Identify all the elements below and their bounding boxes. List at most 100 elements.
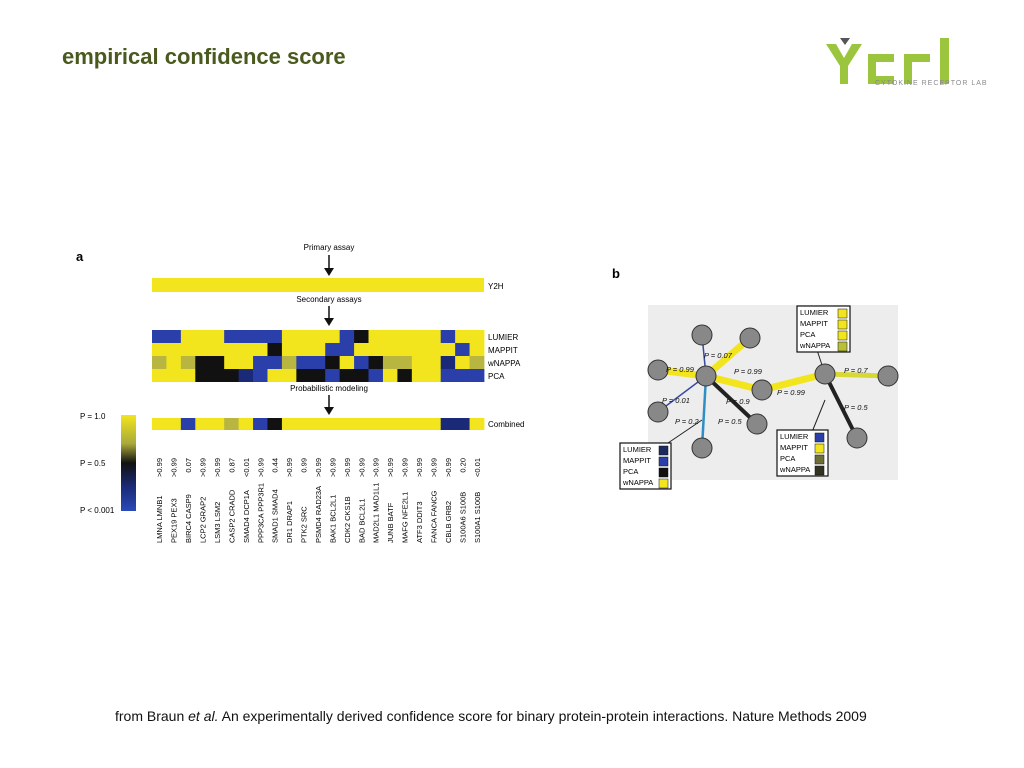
legend-swatch (658, 478, 669, 489)
legend-swatch (837, 308, 848, 319)
pvalue-label: 0.20 (458, 458, 467, 473)
heatmap-cell (325, 343, 341, 356)
pair-label: PSMD4 RAD23A (314, 486, 323, 543)
combined-cell (209, 418, 225, 430)
legend-label: wNAPPA (799, 341, 830, 350)
heatmap-cell (368, 356, 384, 369)
heatmap-cell (253, 343, 268, 356)
heatmap-cell (267, 343, 283, 356)
heatmap-cell (469, 369, 485, 382)
heatmap-cell (339, 369, 355, 382)
pair-label: LCP2 GRAP2 (199, 497, 208, 543)
pvalue-label: >0.99 (213, 458, 222, 477)
combined-cell (382, 418, 398, 430)
heatmap-cell (253, 369, 268, 382)
row-label-pca: PCA (488, 372, 505, 381)
edge-label: P = 0.5 (718, 417, 743, 426)
heatmap-cell (224, 330, 239, 343)
heatmap-cell (296, 356, 312, 369)
heatmap-cell (368, 330, 384, 343)
heatmap-cell (455, 330, 470, 343)
heatmap-cell (296, 369, 312, 382)
heatmap-cell (195, 343, 211, 356)
legend-label: MAPPIT (780, 443, 808, 452)
legend-label: LUMIER (800, 308, 829, 317)
heatmap-cell (411, 330, 427, 343)
pair-label: S100A6 S100B (458, 492, 467, 543)
node (739, 327, 761, 349)
pair-label: MAD2L1 MAD1L1 (372, 483, 381, 543)
heatmap-cell (397, 369, 413, 382)
heatmap-cell (354, 369, 369, 382)
heatmap-cell (325, 369, 341, 382)
slide-title: empirical confidence score (62, 44, 346, 69)
caption-prefix: from Braun (115, 708, 189, 724)
pair-label: PEX19 PEX3 (170, 498, 179, 543)
heatmap-cell (166, 356, 182, 369)
heatmap-cell (310, 330, 326, 343)
row-label-wnappa: wNAPPA (487, 359, 521, 368)
combined-cell (455, 418, 470, 430)
edge-label: P = 0.99 (777, 388, 806, 397)
heatmap-cell (455, 356, 470, 369)
edge (811, 399, 826, 433)
row-label-y2h: Y2H (488, 282, 504, 291)
edge (667, 419, 703, 444)
legend-label: MAPPIT (623, 456, 651, 465)
node (691, 324, 713, 346)
legend-right: LUMIER MAPPIT PCA wNAPPA (776, 429, 829, 477)
arrow-primary-head (324, 268, 334, 276)
heatmap-cell (354, 343, 369, 356)
heatmap-cell (411, 343, 427, 356)
pvalue-label: 0.87 (227, 458, 236, 473)
heatmap-cell (224, 369, 239, 382)
legend-left: LUMIER MAPPIT PCA wNAPPA (619, 442, 672, 490)
heatmap-cell (152, 343, 167, 356)
legend-label: LUMIER (780, 432, 809, 441)
pair-label: FANCA FANCG (430, 490, 439, 543)
node (691, 437, 713, 459)
heatmap-cell (152, 330, 167, 343)
heatmap-cell (166, 343, 182, 356)
pvalue-label: >0.99 (256, 458, 265, 477)
y2h-bar (152, 278, 484, 292)
heatmap-cell (281, 356, 297, 369)
edge-label: P = 0.01 (662, 396, 690, 405)
secondary-heatmap (152, 330, 485, 382)
legend-swatch (814, 443, 825, 454)
heatmap-cell (209, 330, 225, 343)
heatmap-cell (411, 356, 427, 369)
pair-label: PTK2 SRC (300, 506, 309, 543)
combined-cell (296, 418, 312, 430)
edge-label: P = 0.07 (704, 351, 733, 360)
heatmap-cell (325, 356, 341, 369)
heatmap-cell (397, 343, 413, 356)
heatmap-cell (339, 330, 355, 343)
heatmap-cell (426, 369, 442, 382)
pair-label: CBLB GRB2 (444, 501, 453, 543)
heatmap-cell (310, 356, 326, 369)
pvalue-label: >0.99 (386, 458, 395, 477)
heatmap-cell (209, 343, 225, 356)
row-label-lumier: LUMIER (488, 333, 518, 342)
pair-label: PPP3CA PPP3R1 (256, 483, 265, 543)
edge (824, 371, 889, 379)
heatmap-cell (382, 356, 398, 369)
heatmap-cell (469, 343, 485, 356)
combined-cell (152, 418, 167, 430)
pvalue-label: 0.07 (184, 458, 193, 473)
legend-swatch (658, 445, 669, 456)
pair-label: BAK1 BCL2L1 (328, 495, 337, 543)
heatmap-cell (195, 330, 211, 343)
legend-label: PCA (800, 330, 815, 339)
heatmap-cell (267, 330, 283, 343)
arrow-model-head (324, 407, 334, 415)
legend-swatch (837, 319, 848, 330)
pair-label: MAFG NFE2L1 (401, 492, 410, 543)
node (746, 413, 768, 435)
legend-label: wNAPPA (622, 478, 653, 487)
combined-cell (180, 418, 196, 430)
pair-label: S100A1 S100B (473, 492, 482, 543)
